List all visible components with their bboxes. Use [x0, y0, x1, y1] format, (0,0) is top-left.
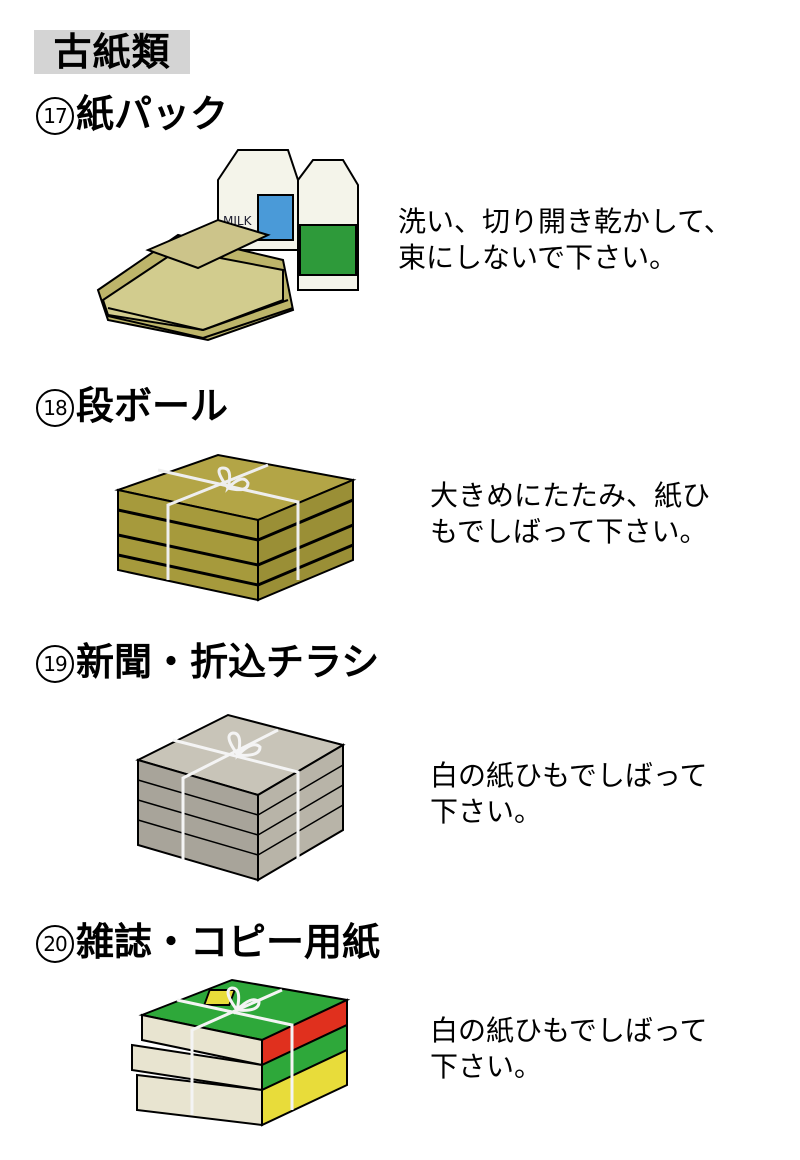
section-label: 雑誌・コピー用紙 — [76, 920, 381, 964]
section-description: 洗い、切り開き乾かして、 束にしないで下さい。 — [398, 204, 732, 276]
section-number: 17 — [36, 97, 74, 135]
section-label: 新聞・折込チラシ — [76, 640, 380, 684]
section-description: 白の紙ひもでしばって 下さい。 — [430, 1013, 707, 1085]
category-title: 古紙類 — [34, 30, 190, 74]
section-description: 白の紙ひもでしばって 下さい。 — [430, 758, 707, 830]
description-line: 白の紙ひもでしばって — [430, 759, 708, 792]
description-line: 下さい。 — [430, 795, 543, 828]
section-number: 19 — [36, 645, 74, 683]
section-label: 紙パック — [76, 92, 229, 136]
description-line: もでしばって下さい。 — [430, 515, 708, 548]
section-description: 大きめにたたみ、紙ひ もでしばって下さい。 — [430, 478, 710, 550]
newspaper-bundle-icon — [135, 713, 346, 882]
description-line: 白の紙ひもでしばって — [430, 1014, 708, 1047]
section-number: 18 — [36, 389, 74, 427]
description-line: 束にしないで下さい。 — [398, 241, 678, 274]
description-line: 下さい。 — [430, 1050, 543, 1083]
section-label: 段ボール — [76, 384, 229, 428]
milk-carton-icon: MILK — [96, 149, 359, 342]
magazine-bundle-icon — [131, 978, 351, 1127]
description-line: 大きめにたたみ、紙ひ — [430, 479, 711, 512]
description-line: 洗い、切り開き乾かして、 — [398, 205, 732, 238]
section-number: 20 — [36, 925, 74, 963]
cardboard-bundle-icon — [114, 453, 357, 602]
